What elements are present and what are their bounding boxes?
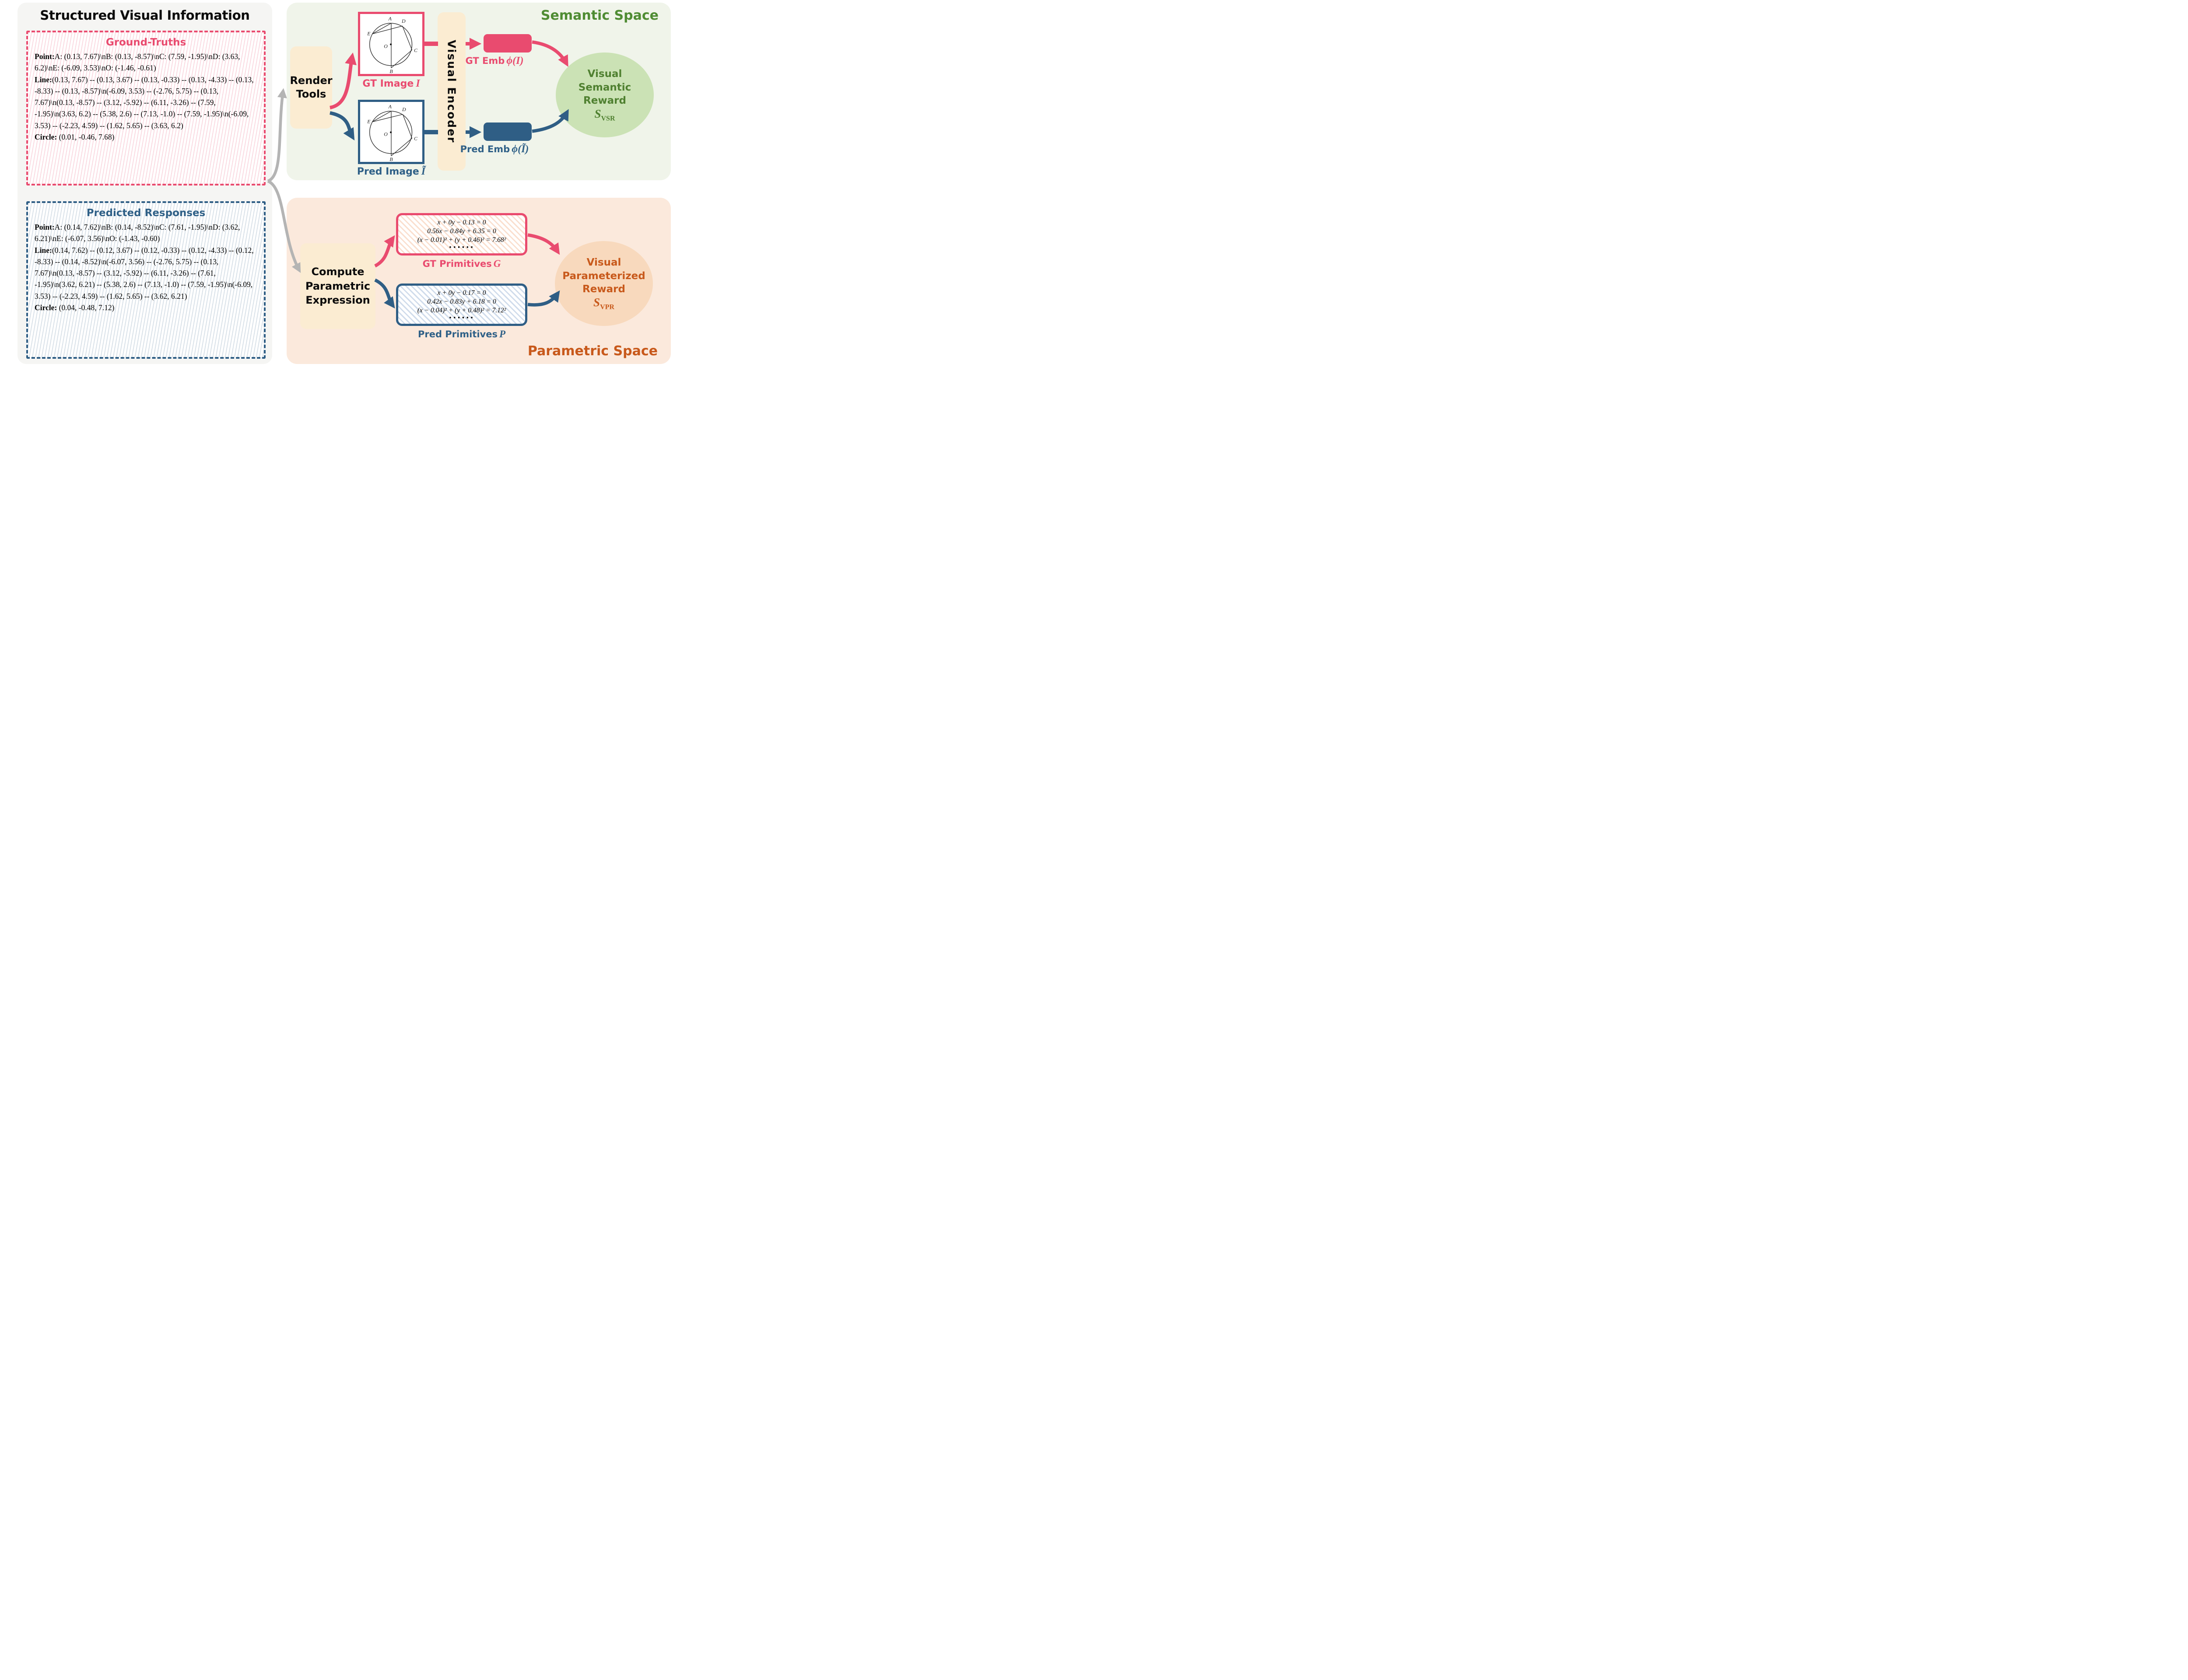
pred-image-symbol: Ĩ [421,166,426,177]
pred-emb-block [484,122,532,141]
point-label-a: A [388,104,392,110]
point-label-c: C [414,136,418,142]
gt-eq-ellipsis: ······ [449,242,475,252]
predicted-responses-box: Predicted Responses Point:A: (0.14, 7.62… [26,201,266,359]
pred-emb-symbol: ϕ(Ĩ) [512,144,529,155]
gt-line-label: Line: [35,75,52,84]
point-label-o: O [384,131,388,137]
structured-visual-info-panel: Structured Visual Information Ground-Tru… [18,3,272,364]
gt-circle-line: Circle: (0.01, -0.46, 7.68) [35,131,257,143]
pred-point-label: Point: [35,223,55,231]
ground-truths-box: Ground-Truths Point:A: (0.13, 7.67)\nB: … [26,31,266,186]
pred-circle-line: Circle: (0.04, -0.48, 7.12) [35,302,257,313]
vsr-symbol-s: S [594,107,601,120]
semantic-space-label: Semantic Space [540,8,659,23]
pred-emb-label-text: Pred Emb [460,144,510,154]
gt-primitives-symbol: G [493,258,501,269]
vpr-subscript: VPR [600,303,614,311]
pred-point-text: A: (0.14, 7.62)\nB: (0.14, -8.52)\nC: (7… [35,223,240,243]
pred-line-line: Line:(0.14, 7.62) -- (0.12, 3.67) -- (0.… [35,245,257,302]
pred-eq1: x + 0y − 0.17 = 0 [437,289,486,297]
gt-emb-symbol: ϕ(I) [506,55,524,66]
gt-eq3: (x − 0.01)² + (y + 0.46)² = 7.68² [417,236,506,244]
gt-emb-label-text: GT Emb [465,56,505,66]
vsr-line2: Semantic [578,81,631,93]
pred-image-box: A D E O C B [358,100,424,164]
gt-primitives-box: x + 0y − 0.13 = 0 0.56x − 0.84y + 6.35 =… [396,213,527,256]
gt-geometry-figure: A D E O C B [367,16,418,74]
vpr-symbol-s: S [593,295,600,309]
gt-circle-label: Circle: [35,132,57,141]
gt-emb-block [484,34,532,52]
vsr-line1: Visual [587,68,622,80]
gt-point-line: Point:A: (0.13, 7.67)\nB: (0.13, -8.57)\… [35,51,257,74]
pred-primitives-box: x + 0y − 0.17 = 0 0.42x − 0.83y + 6.18 =… [396,284,527,326]
point-label-o: O [384,43,388,49]
pred-line-label: Line: [35,245,52,255]
pred-eq3: (x − 0.04)² + (y + 0.48)² = 7.12² [417,307,506,315]
pred-eq-ellipsis: ······ [449,313,475,322]
point-label-d: D [401,18,406,24]
pred-image-label-text: Pred Image [357,166,419,177]
page-title: Structured Visual Information [40,8,250,23]
parametric-space-panel: Parametric Space Compute Parametric Expr… [287,198,671,364]
pred-primitives-label-text: Pred Primitives [417,329,498,340]
center-dot [389,43,392,46]
pred-point-line: Point:A: (0.14, 7.62)\nB: (0.14, -8.52)\… [35,221,257,245]
vsr-line3: Reward [583,95,626,107]
compute-parametric-expression-box: Compute Parametric Expression [300,243,375,329]
point-label-c: C [414,47,418,53]
pred-eq2: 0.42x − 0.83y + 6.18 = 0 [427,298,496,305]
pred-geometry-figure: A D E O C B [367,104,418,162]
gt-image-symbol: I [416,78,420,89]
render-tools-box: Render Tools [290,46,333,129]
point-label-b: B [389,156,393,162]
vsr-score-symbol: SVSR [594,107,615,122]
point-label-e: E [367,30,371,36]
gt-primitives-label-text: GT Primitives [422,259,492,269]
gt-eq2: 0.56x − 0.84y + 6.35 = 0 [427,227,496,235]
pred-circle-label: Circle: [35,303,57,312]
gt-image-box: A D E O C B [358,12,424,76]
vpr-line1: Visual [586,257,621,269]
vpr-line3: Reward [582,284,625,295]
pred-primitives-symbol: P [499,329,506,340]
ground-truths-header: Ground-Truths [105,37,186,48]
visual-parameterized-reward-ellipse: Visual Parameterized Reward SVPR [555,241,653,326]
vpr-score-symbol: SVPR [593,296,614,311]
gt-circle-text: (0.01, -0.46, 7.68) [59,132,115,141]
pred-line-text: (0.14, 7.62) -- (0.12, 3.67) -- (0.12, -… [35,245,254,301]
point-label-d: D [402,106,406,112]
point-label-b: B [389,68,393,74]
visual-encoder-label: Visual Encoder [445,39,458,144]
gt-point-text: A: (0.13, 7.67)\nB: (0.13, -8.57)\nC: (7… [35,52,240,73]
gt-eq1: x + 0y − 0.13 = 0 [437,218,486,226]
visual-encoder-box: Visual Encoder [438,12,466,171]
parametric-space-label: Parametric Space [527,343,658,359]
pred-circle-text: (0.04, -0.48, 7.12) [59,303,115,312]
gt-line-text: (0.13, 7.67) -- (0.13, 3.67) -- (0.13, -… [35,75,254,130]
semantic-space-panel: Semantic Space Render Tools A D E O C B … [287,3,671,180]
vpr-line2: Parameterized [562,270,645,282]
gt-line-line: Line:(0.13, 7.67) -- (0.13, 3.67) -- (0.… [35,74,257,131]
point-label-e: E [367,118,371,124]
visual-semantic-reward-ellipse: Visual Semantic Reward SVSR [556,52,654,137]
gt-point-label: Point: [35,52,55,61]
vsr-subscript: VSR [601,114,615,122]
center-dot [389,131,392,133]
gt-image-label-text: GT Image [362,78,414,89]
predicted-responses-header: Predicted Responses [86,207,206,219]
point-label-a: A [388,16,392,22]
